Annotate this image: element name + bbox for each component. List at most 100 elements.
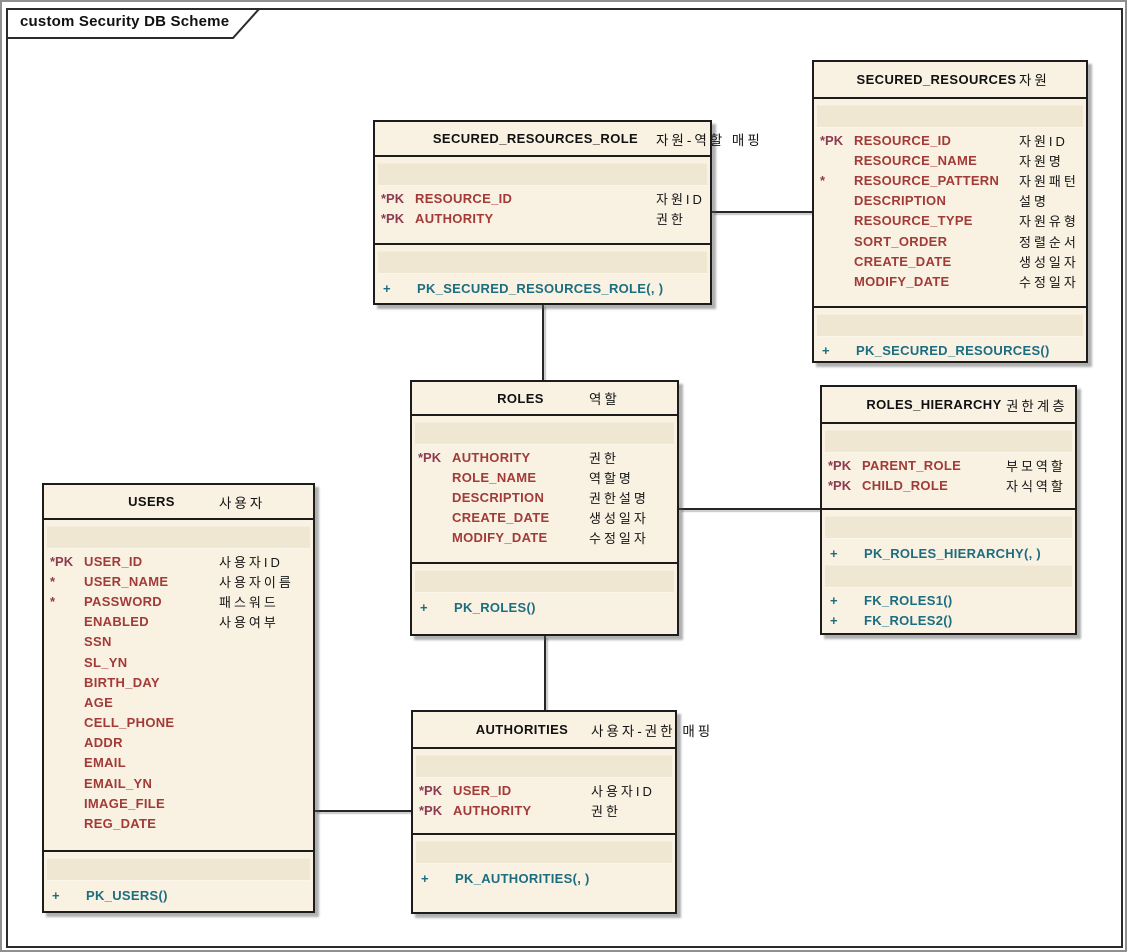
op-name: PK_ROLES_HIERARCHY(, ) (864, 546, 1075, 561)
operation-row: + PK_AUTHORITIES(, ) (413, 868, 675, 888)
entity-authorities[interactable]: AUTHORITIES 사용자-권한 매핑 *PK USER_ID 사용자ID … (411, 710, 677, 914)
op-visibility-marker: + (52, 888, 86, 903)
attribute-row: AGE (44, 692, 313, 712)
pk-marker: *PK (419, 783, 453, 798)
entity-secured-resources-role[interactable]: SECURED_RESOURCES_ROLE 자원-역할 매핑 *PK RESO… (373, 120, 712, 305)
attributes-compartment: *PK USER_ID 사용자ID *PK AUTHORITY 권한 (413, 747, 675, 833)
compartment-strip (47, 858, 310, 881)
entity-roles-hierarchy[interactable]: ROLES_HIERARCHY 권한계층 *PK PARENT_ROLE 부모역… (820, 385, 1077, 635)
op-visibility-marker: + (830, 593, 864, 608)
compartment-strip (825, 430, 1072, 453)
column-label-kr: 자원ID (1019, 131, 1086, 150)
attribute-row: ENABLED 사용여부 (44, 612, 313, 632)
column-name: USER_ID (453, 783, 591, 798)
operations-compartment: + PK_ROLES() (412, 562, 677, 634)
mandatory-marker: * (50, 574, 84, 589)
entity-title: SECURED_RESOURCES (854, 72, 1019, 87)
connector-roles--roles-hierarchy[interactable] (679, 508, 820, 510)
column-label-kr: 부모역할 (1006, 456, 1075, 475)
mandatory-marker: * (820, 173, 854, 188)
compartment-strip (825, 565, 1072, 588)
operation-row: + PK_SECURED_RESOURCES() (814, 341, 1086, 361)
pk-marker: *PK (50, 554, 84, 569)
connector-roles--authorities[interactable] (544, 636, 546, 710)
mandatory-marker: * (50, 594, 84, 609)
entity-title-kr: 자원-역할 매핑 (656, 129, 763, 149)
entity-secured-resources[interactable]: SECURED_RESOURCES 자원 *PK RESOURCE_ID 자원I… (812, 60, 1088, 363)
attributes-compartment: *PK PARENT_ROLE 부모역할 *PK CHILD_ROLE 자식역할 (822, 422, 1075, 508)
column-name: BIRTH_DAY (84, 675, 219, 690)
column-name: AUTHORITY (415, 211, 656, 226)
column-name: DESCRIPTION (452, 490, 589, 505)
column-label-kr: 수정일자 (1019, 272, 1086, 291)
entity-title: USERS (84, 494, 219, 509)
attribute-row: DESCRIPTION 설명 (814, 191, 1086, 211)
operation-row: + PK_ROLES_HIERARCHY(, ) (822, 543, 1075, 563)
column-label-kr: 사용여부 (219, 612, 313, 631)
attribute-row: *PK RESOURCE_ID 자원ID (814, 130, 1086, 150)
diagram-title-tab: custom Security DB Scheme (6, 8, 264, 40)
pk-marker: *PK (828, 478, 862, 493)
pk-marker: *PK (419, 803, 453, 818)
attributes-compartment: *PK AUTHORITY 권한 ROLE_NAME 역할명 DESCRIPTI… (412, 414, 677, 562)
attribute-row: MODIFY_DATE 수정일자 (814, 271, 1086, 291)
attribute-row: EMAIL_YN (44, 773, 313, 793)
operation-row: + PK_SECURED_RESOURCES_ROLE(, ) (375, 278, 710, 298)
entity-title-kr: 자원 (1019, 69, 1086, 89)
operations-compartment: + PK_USERS() (44, 850, 313, 911)
compartment-strip (817, 314, 1083, 337)
compartment-strip (817, 105, 1083, 128)
column-label-kr: 사용자이름 (219, 572, 313, 591)
connector-users--authorities[interactable] (315, 810, 411, 812)
attribute-row: * USER_NAME 사용자이름 (44, 571, 313, 591)
entity-header: ROLES_HIERARCHY 권한계층 (822, 387, 1075, 422)
attribute-row: * PASSWORD 패스워드 (44, 591, 313, 611)
attribute-row: * RESOURCE_PATTERN 자원패턴 (814, 170, 1086, 190)
column-label-kr: 자원ID (656, 189, 710, 208)
column-label-kr: 패스워드 (219, 592, 313, 611)
column-label-kr: 자원명 (1019, 151, 1086, 170)
column-name: SSN (84, 634, 219, 649)
connector-secured-resources-role--roles[interactable] (542, 305, 544, 380)
attributes-compartment: *PK USER_ID 사용자ID * USER_NAME 사용자이름 * PA… (44, 518, 313, 850)
op-name: PK_SECURED_RESOURCES_ROLE(, ) (417, 281, 710, 296)
attribute-row: *PK PARENT_ROLE 부모역할 (822, 455, 1075, 475)
attribute-row: SORT_ORDER 정렬순서 (814, 231, 1086, 251)
column-name: RESOURCE_NAME (854, 153, 1019, 168)
entity-roles[interactable]: ROLES 역할 *PK AUTHORITY 권한 ROLE_NAME 역할명 … (410, 380, 679, 636)
compartment-strip (825, 516, 1072, 539)
connector-secured-resources-role--secured-resources[interactable] (712, 211, 812, 213)
attribute-row: ROLE_NAME 역할명 (412, 467, 677, 487)
pk-marker: *PK (381, 211, 415, 226)
attribute-row: SL_YN (44, 652, 313, 672)
column-label-kr: 정렬순서 (1019, 232, 1086, 251)
compartment-strip (415, 570, 674, 593)
attribute-row: *PK AUTHORITY 권한 (413, 800, 675, 820)
entity-header: ROLES 역할 (412, 382, 677, 414)
column-label-kr: 생성일자 (589, 508, 677, 527)
column-name: USER_ID (84, 554, 219, 569)
entity-title-kr: 역할 (589, 388, 677, 408)
column-name: CREATE_DATE (452, 510, 589, 525)
entity-title-kr: 사용자 (219, 492, 313, 512)
attribute-row: *PK AUTHORITY 권한 (412, 447, 677, 467)
compartment-strip (416, 841, 672, 864)
entity-users[interactable]: USERS 사용자 *PK USER_ID 사용자ID * USER_NAME … (42, 483, 315, 913)
column-name: RESOURCE_ID (415, 191, 656, 206)
attribute-row: BIRTH_DAY (44, 672, 313, 692)
entity-title: AUTHORITIES (453, 722, 591, 737)
column-name: ENABLED (84, 614, 219, 629)
operations-compartment: + PK_SECURED_RESOURCES_ROLE(, ) (375, 243, 710, 303)
column-name: AGE (84, 695, 219, 710)
op-visibility-marker: + (421, 871, 455, 886)
column-name: SORT_ORDER (854, 234, 1019, 249)
op-name: PK_ROLES() (454, 600, 677, 615)
pk-marker: *PK (820, 133, 854, 148)
op-name: PK_USERS() (86, 888, 313, 903)
entity-header: SECURED_RESOURCES 자원 (814, 62, 1086, 97)
op-visibility-marker: + (383, 281, 417, 296)
column-name: RESOURCE_TYPE (854, 213, 1019, 228)
entity-header: AUTHORITIES 사용자-권한 매핑 (413, 712, 675, 747)
op-visibility-marker: + (830, 546, 864, 561)
